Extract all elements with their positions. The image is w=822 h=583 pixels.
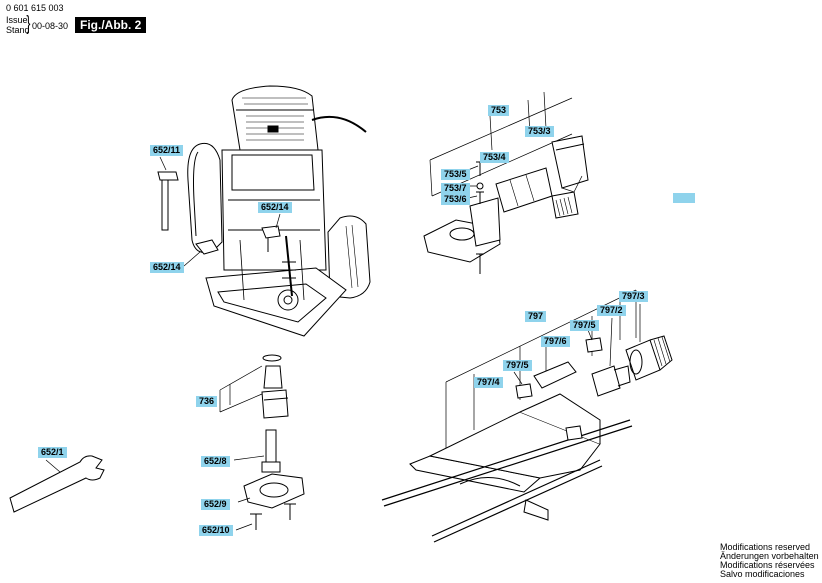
collet-group-736 [219, 354, 289, 419]
mods-line-1: Modifications reserved [720, 542, 811, 552]
label-652-11: 652/11 [150, 145, 184, 156]
issue-label: Issue [6, 15, 28, 25]
label-652-14-upper: 652/14 [258, 202, 292, 213]
label-753-3: 753/3 [525, 126, 554, 137]
brace-glyph: } [26, 13, 31, 35]
mods-line-2: Änderungen vorbehalten [720, 551, 819, 561]
label-797: 797 [525, 311, 547, 322]
label-753-6: 753/6 [441, 194, 470, 205]
wrench-652-1 [9, 455, 105, 513]
label-797-2: 797/2 [597, 305, 626, 316]
label-652-14-lower: 652/14 [150, 262, 184, 273]
label-797-6: 797/6 [541, 336, 570, 347]
screws-652-10 [235, 503, 296, 531]
issue-date: 00-08-30 [32, 21, 69, 31]
label-652-10: 652/10 [199, 525, 233, 536]
dust-extraction-753 [423, 91, 589, 274]
label-753-4: 753/4 [480, 152, 509, 163]
document-number: 0 601 615 003 [6, 3, 64, 13]
label-753-7: 753/7 [441, 183, 470, 194]
label-753: 753 [488, 105, 510, 116]
label-652-1: 652/1 [38, 447, 67, 458]
label-652-9: 652/9 [201, 499, 230, 510]
label-797-4: 797/4 [474, 377, 503, 388]
label-753-5: 753/5 [441, 169, 470, 180]
side-tab-marker [673, 193, 695, 203]
issue-block: Issue Stand [6, 15, 30, 35]
spindle-652-8 [233, 429, 281, 473]
label-736: 736 [196, 396, 218, 407]
parallel-guide-797 [381, 289, 673, 543]
mods-line-4: Salvo modificaciones [720, 569, 805, 579]
figure-badge: Fig./Abb. 2 [75, 17, 147, 33]
mods-line-3: Modifications réservées [720, 560, 815, 570]
label-797-5-left: 797/5 [503, 360, 532, 371]
guide-plate-652-9 [237, 473, 305, 509]
label-797-3: 797/3 [619, 291, 648, 302]
modifications-note: Modifications reserved Änderungen vorbeh… [720, 543, 819, 579]
stand-label: Stand [6, 25, 30, 35]
label-797-5-right: 797/5 [570, 320, 599, 331]
label-652-8: 652/8 [201, 456, 230, 467]
rod-652-11 [157, 171, 179, 231]
